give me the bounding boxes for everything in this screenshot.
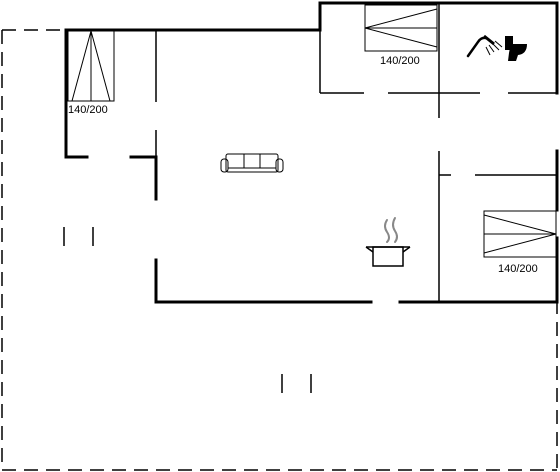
double-bed-icon [67, 30, 115, 102]
bed-small-bedroom: 140/200 [67, 30, 115, 116]
terrace-markers [63, 227, 312, 393]
sofa-icon [220, 153, 284, 173]
bed-size-label: 140/200 [68, 104, 108, 116]
cooking-pot-icon [365, 217, 411, 267]
double-bed-icon [364, 4, 438, 52]
exterior-walls [64, 1, 559, 304]
bed-top-bedroom: 140/200 [364, 4, 438, 67]
bed-size-label: 140/200 [380, 55, 420, 67]
interior-walls [155, 3, 557, 302]
shower-icon [466, 34, 503, 58]
terrace-outline [1, 29, 558, 471]
bed-right-bedroom: 140/200 [483, 210, 557, 275]
double-bed-icon [483, 210, 557, 258]
bed-size-label: 140/200 [498, 263, 538, 275]
toilet-icon [505, 36, 527, 61]
